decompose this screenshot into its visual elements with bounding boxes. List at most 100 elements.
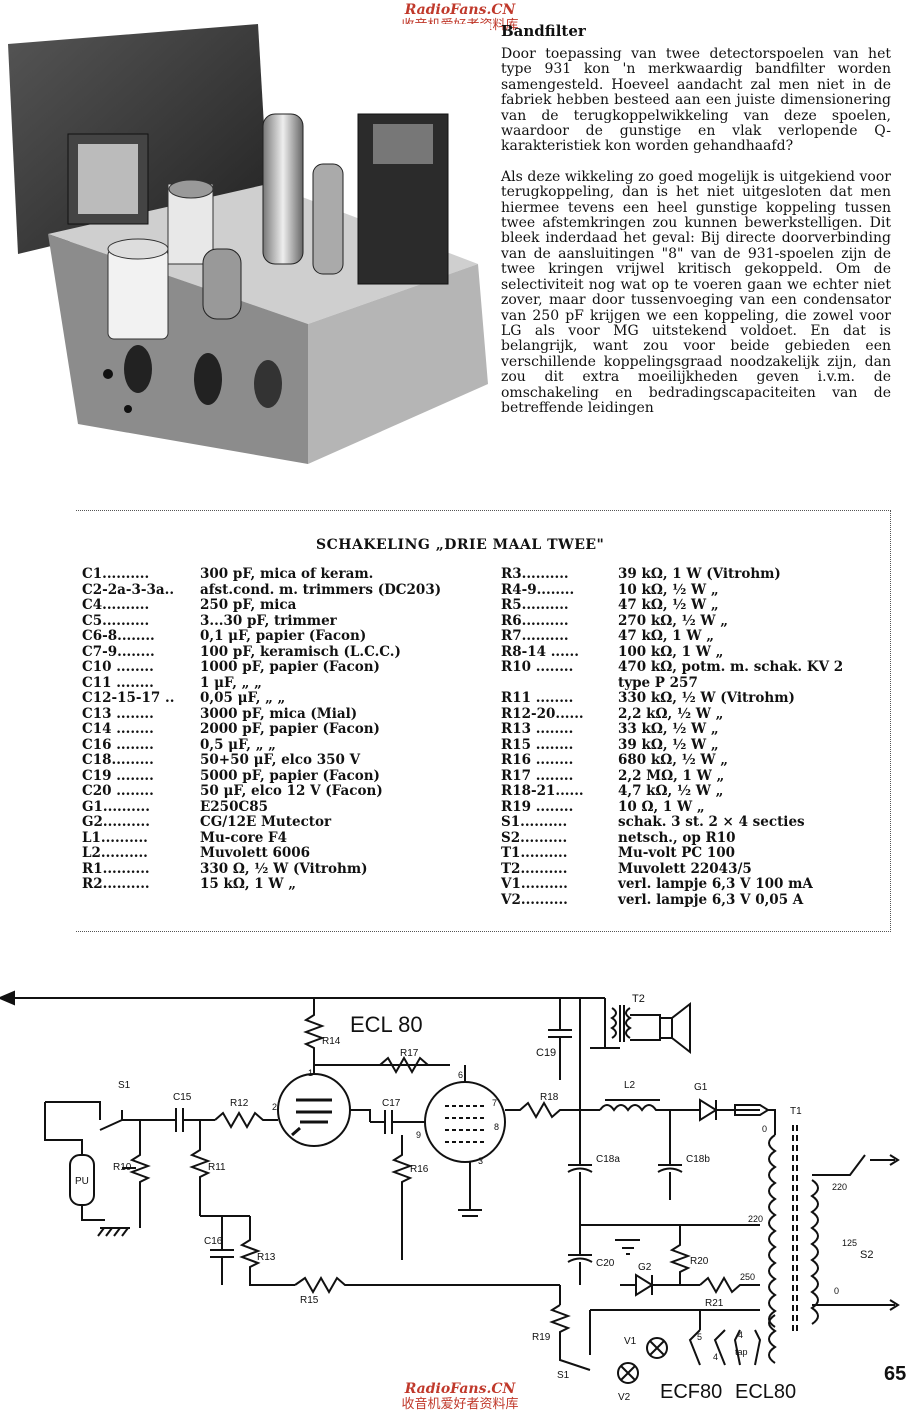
part-description: 470 kΩ, potm. m. schak. KV 2 — [618, 659, 844, 675]
capacitor-c18a — [567, 1110, 593, 1200]
part-reference: R12-20...... — [501, 705, 584, 722]
choke-l2 — [599, 1104, 690, 1112]
wire — [580, 997, 620, 1049]
parts-list-row: R15 ........39 kΩ, ½ W „ — [501, 736, 891, 754]
fuse — [734, 1104, 770, 1116]
wire — [350, 1109, 371, 1122]
triode-electrodes — [291, 1098, 332, 1137]
label-c20: C20 — [596, 1258, 615, 1269]
pilot-lamp-v2 — [617, 1362, 639, 1384]
pin-label: 9 — [416, 1130, 421, 1140]
part-description: schak. 3 st. 2 × 4 secties — [618, 814, 805, 830]
parts-list-row: C6-8........0,1 μF, papier (Facon) — [82, 628, 502, 645]
part-description: 47 kΩ, ½ W „ — [618, 597, 719, 613]
resistor-r13 — [239, 1216, 295, 1286]
parts-list-row: C16 ........0,5 μF, „ „ — [82, 737, 502, 754]
parts-list-row: S1.......... schak. 3 st. 2 × 4 secties — [501, 814, 891, 831]
resistor-r19 — [549, 1285, 591, 1371]
part-reference: C14 ........ — [82, 721, 154, 737]
potentiometer-r10 — [122, 1120, 151, 1228]
heater-winding — [768, 1314, 777, 1364]
parts-list-row: C1..........300 pF, mica of keram. — [82, 566, 502, 583]
parts-list-row: R5..........47 kΩ, ½ W „ — [501, 597, 891, 614]
label-r15: R15 — [300, 1295, 319, 1306]
switch-s1 — [45, 1101, 160, 1131]
tube-label-ecl80: ECL80 — [735, 1381, 796, 1403]
parts-list-row: R11 ........330 kΩ, ½ W (Vitrohm) — [501, 690, 891, 707]
part-reference: R8-14 ...... — [501, 643, 579, 660]
part-description: 33 kΩ, ½ W „ — [618, 721, 719, 737]
parts-list-row: R19 ........10 Ω, 1 W „ — [501, 799, 891, 816]
resistor-r20 — [669, 1225, 691, 1285]
parts-list-row: R4-9........10 kΩ, ½ W „ — [501, 581, 891, 599]
tap-label: 220 — [832, 1182, 847, 1192]
part-description: 680 kΩ, ½ W „ — [618, 752, 729, 768]
parts-list-row: T1..........Mu-volt PC 100 — [501, 845, 891, 862]
part-reference: R16 ........ — [501, 752, 574, 768]
parts-list-row: R7..........47 kΩ, 1 W „ — [501, 628, 891, 645]
chassis-photo — [8, 24, 490, 472]
part-reference: R17 ........ — [501, 767, 574, 784]
capacitor-c15 — [160, 1108, 215, 1132]
part-description: CG/12E Mutector — [200, 814, 332, 830]
label-r16: R16 — [410, 1164, 429, 1175]
label-r13: R13 — [257, 1252, 276, 1263]
part-description: verl. lampje 6,3 V 100 mA — [618, 876, 813, 892]
ground-symbol — [97, 1227, 130, 1237]
watermark-site: RadioFans.CN — [404, 2, 516, 18]
part-reference: L2.......... — [82, 845, 148, 861]
tap-label: 220 — [748, 1214, 763, 1224]
parts-list-left-column: C1..........300 pF, mica of keram.C2-2a-… — [82, 566, 502, 893]
wire — [313, 1064, 450, 1074]
parts-list-row: C7-9........ 100 pF, keramisch (L.C.C.) — [82, 643, 502, 661]
watermark-cn: 收音机爱好者资料库 — [401, 1397, 519, 1412]
label-v2: V2 — [618, 1392, 631, 1403]
part-description: 1 μF, „ „ — [200, 674, 262, 691]
parts-list-row: V1..........verl. lampje 6,3 V 100 mA — [501, 876, 891, 893]
part-reference: S1.......... — [501, 814, 568, 830]
part-reference: V2.......... — [501, 891, 568, 908]
label-r11: R11 — [208, 1162, 226, 1173]
capacitor-c19 — [548, 998, 572, 1080]
part-reference: C1.......... — [82, 566, 150, 582]
part-description: 39 kΩ, ½ W „ — [618, 736, 719, 753]
label-s1: S1 — [118, 1080, 131, 1091]
label-c15: C15 — [173, 1092, 192, 1103]
part-description: 330 Ω, ½ W (Vitrohm) — [200, 860, 368, 877]
part-reference: C7-9........ — [82, 643, 155, 660]
part-reference: R4-9........ — [501, 581, 575, 598]
resistor-r12 — [214, 1110, 278, 1130]
part-description: 3000 pF, mica (Mial) — [200, 705, 358, 722]
parts-list-row: R8-14 ......100 kΩ, 1 W „ — [501, 643, 891, 661]
part-reference: C5.......... — [82, 612, 150, 629]
parts-list-row: C20 ........50 μF, elco 12 V (Facon) — [82, 783, 502, 800]
parts-list-row: R6..........270 kΩ, ½ W „ — [501, 613, 891, 630]
label-r17: R17 — [400, 1048, 419, 1059]
part-description: 50 μF, elco 12 V (Facon) — [200, 783, 383, 799]
parts-list-row: R10 ........470 kΩ, potm. m. schak. KV 2 — [501, 659, 891, 676]
label-r21: R21 — [705, 1298, 724, 1309]
rectifier-g2 — [620, 1273, 700, 1297]
label-s2: S2 — [860, 1249, 873, 1261]
transformer-t1-secondary — [810, 1179, 819, 1325]
label-pu: PU — [75, 1176, 89, 1187]
pilot-lamp-v1 — [646, 1337, 668, 1359]
parts-list-right-column: R3..........39 kΩ, 1 W (Vitrohm)R4-9....… — [501, 566, 891, 909]
wire — [589, 1309, 760, 1355]
parts-list-row: R3..........39 kΩ, 1 W (Vitrohm) — [501, 566, 891, 583]
pin-label: 1 — [308, 1068, 313, 1078]
part-reference: T2.......... — [501, 860, 568, 877]
part-description: 2,2 kΩ, ½ W „ — [618, 705, 724, 722]
parts-list-row: S2..........netsch., op R10 — [501, 829, 891, 847]
parts-list-row: V2..........verl. lampje 6,3 V 0,05 A — [501, 891, 891, 909]
label-r10: R10 — [113, 1162, 132, 1173]
part-reference: C18......... — [82, 752, 154, 768]
part-reference: C19 ........ — [82, 767, 154, 784]
label-t1: T1 — [790, 1106, 802, 1117]
part-description: netsch., op R10 — [618, 829, 736, 846]
watermark-site: RadioFans.CN — [404, 1381, 516, 1397]
label-r20: R20 — [690, 1256, 709, 1267]
part-description: 100 pF, keramisch (L.C.C.) — [200, 643, 401, 660]
parts-list-row: R18-21......4,7 kΩ, ½ W „ — [501, 783, 891, 800]
resistor-r21 — [699, 1275, 760, 1295]
